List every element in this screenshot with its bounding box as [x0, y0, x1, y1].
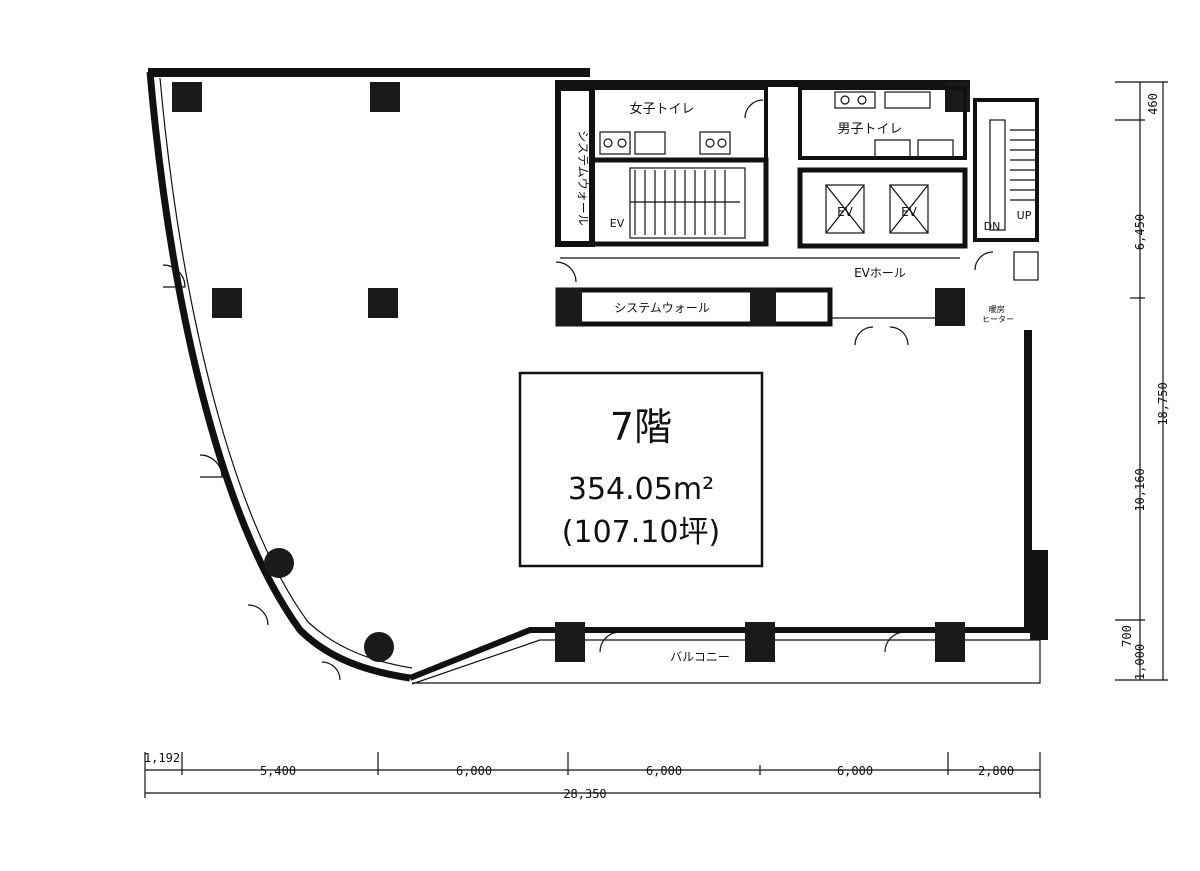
dim-right-2: 6,450 [1133, 214, 1147, 250]
elevator-cars [825, 184, 929, 234]
bottom-wall [408, 627, 1030, 681]
column [935, 288, 965, 326]
column-round [364, 632, 394, 662]
womens-toilet-label: 女子トイレ [629, 101, 694, 117]
balcony-label: バルコニー [670, 650, 730, 664]
floor-area-tsubo: (107.10坪) [562, 515, 720, 550]
column-round [264, 548, 294, 578]
mens-toilet-fixtures [834, 91, 954, 159]
column [556, 288, 582, 326]
dim-right-4: 700 [1120, 625, 1134, 647]
right-dimension [1115, 81, 1168, 681]
floor-level: 7階 [610, 405, 672, 449]
dim-right-5: 1,000 [1133, 644, 1147, 680]
bottom-dimension [144, 752, 1041, 798]
system-wall-horizontal-label: システムウォール [614, 301, 710, 315]
column [368, 288, 398, 318]
core-top-wall [555, 80, 970, 87]
stair-room [589, 157, 769, 247]
right-wall-lower [1030, 550, 1048, 640]
ev-1-label: EV [837, 205, 854, 219]
dim-bottom-4: 6,000 [646, 764, 682, 778]
column [935, 622, 965, 662]
dim-right-total: 18,750 [1156, 382, 1170, 425]
right-wall [1024, 330, 1032, 630]
dim-right-1: 460 [1146, 93, 1160, 115]
ev-hall-outline [560, 257, 960, 319]
heater-label-line: 暖房 [989, 304, 1005, 314]
ev-2-label: EV [901, 205, 918, 219]
floor-area-m2: 354.05m² [568, 472, 714, 507]
stair-dn-label: DN [984, 220, 1001, 233]
column [370, 82, 400, 112]
curved-facade [146, 71, 411, 682]
system-wall-vertical-label: システムウォール [576, 130, 590, 226]
elevator-shaft [797, 167, 968, 249]
column [745, 622, 775, 662]
curved-facade-inner [159, 77, 413, 669]
right-stair-room [973, 98, 1039, 242]
dim-bottom-3: 6,000 [456, 764, 492, 778]
stair-up-label: UP [1017, 209, 1032, 222]
womens-toilet-fixtures [599, 131, 731, 155]
dim-bottom-1: 1,192 [144, 751, 180, 765]
dim-bottom-2: 5,400 [260, 764, 296, 778]
ev-stair-label: EV [610, 217, 625, 230]
ev-hall-label: EVホール [854, 266, 906, 280]
door-swings [162, 99, 1039, 681]
top-wall [148, 68, 590, 77]
right-stair-treads [989, 119, 1035, 231]
mens-toilet-label: 男子トイレ [837, 122, 902, 137]
womens-toilet-room [590, 86, 768, 162]
column [750, 288, 776, 326]
dim-right-3: 10,160 [1133, 468, 1147, 511]
dim-bottom-total: 28,350 [563, 787, 606, 801]
stair-treads [629, 167, 746, 239]
column [555, 622, 585, 662]
floor-title-box [518, 371, 764, 568]
dim-bottom-6: 2,800 [978, 764, 1014, 778]
column [172, 82, 202, 112]
heater-label-line: ヒーター [982, 315, 1014, 324]
column [212, 288, 242, 318]
heater-label: 暖房 ヒーター [982, 304, 1014, 324]
dim-bottom-5: 6,000 [837, 764, 873, 778]
